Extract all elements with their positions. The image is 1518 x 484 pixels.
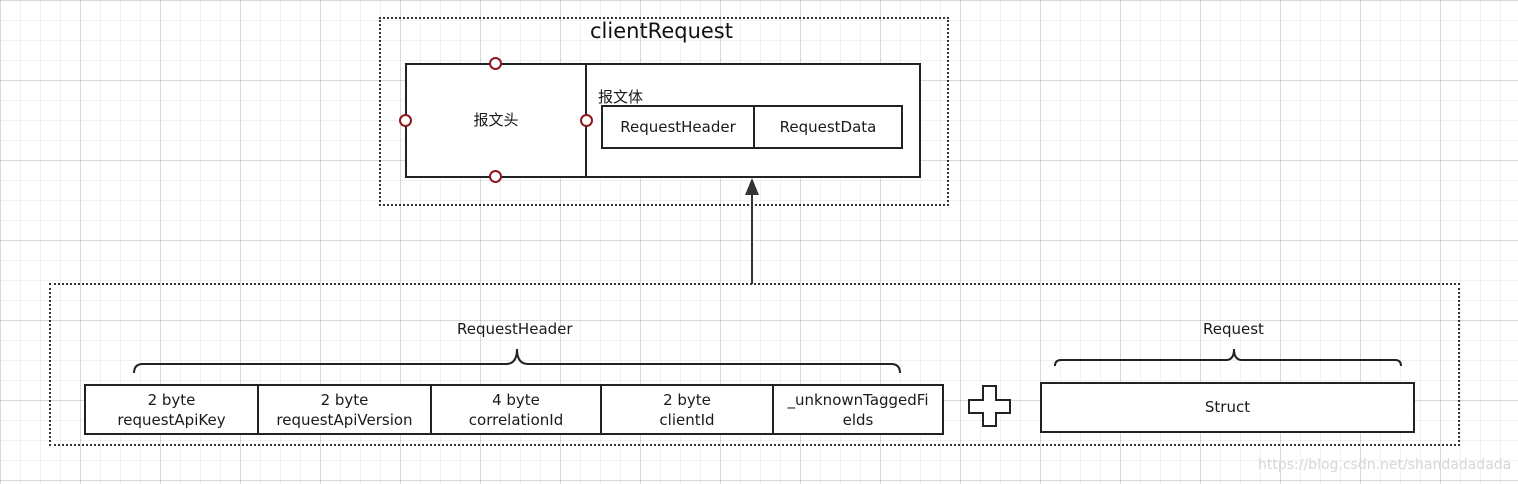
plus-icon <box>968 385 1011 427</box>
body-field-request-header-label: RequestHeader <box>620 118 736 136</box>
message-body-fields: RequestHeader RequestData <box>601 105 903 149</box>
request-header-fields: 2 byte requestApiKey 2 byte requestApiVe… <box>84 384 944 435</box>
client-request-frame <box>379 17 949 206</box>
body-field-request-data-label: RequestData <box>779 118 877 136</box>
field-name-line1: _unknownTaggedFi <box>787 390 929 409</box>
header-port-top <box>489 57 502 70</box>
struct-label: Struct <box>1204 398 1251 416</box>
request-header-brace <box>133 348 901 374</box>
field-request-api-key: 2 byte requestApiKey <box>86 386 257 433</box>
field-name-line2: elds <box>842 410 874 429</box>
body-field-request-header: RequestHeader <box>603 107 753 147</box>
watermark: https://blog.csdn.net/shandadadada <box>1258 457 1512 473</box>
header-port-right <box>580 114 593 127</box>
arrow-to-request-data <box>745 178 759 284</box>
request-header-title: RequestHeader <box>457 320 573 338</box>
request-title: Request <box>1203 320 1264 338</box>
field-unknown-tagged-fields: _unknownTaggedFi elds <box>772 386 942 433</box>
field-correlation-id: 4 byte correlationId <box>430 386 600 433</box>
field-name: requestApiVersion <box>276 410 413 429</box>
field-name: correlationId <box>468 410 564 429</box>
field-size: 2 byte <box>320 390 369 409</box>
request-frame <box>49 283 1460 446</box>
struct-box: Struct <box>1040 382 1415 433</box>
header-port-left <box>399 114 412 127</box>
field-size: 2 byte <box>147 390 196 409</box>
client-request-title: clientRequest <box>590 19 733 43</box>
message-header-label: 报文头 <box>473 111 519 129</box>
message-header-area: 报文头 <box>407 65 585 176</box>
field-request-api-version: 2 byte requestApiVersion <box>257 386 430 433</box>
body-field-request-data: RequestData <box>753 107 901 147</box>
field-client-id: 2 byte clientId <box>600 386 772 433</box>
field-size: 4 byte <box>492 390 540 409</box>
field-size: 2 byte <box>663 390 711 409</box>
header-port-bottom <box>489 170 502 183</box>
field-name: requestApiKey <box>117 410 226 429</box>
request-brace <box>1054 348 1402 367</box>
message-body-label: 报文体 <box>598 88 644 106</box>
field-name: clientId <box>659 410 715 429</box>
